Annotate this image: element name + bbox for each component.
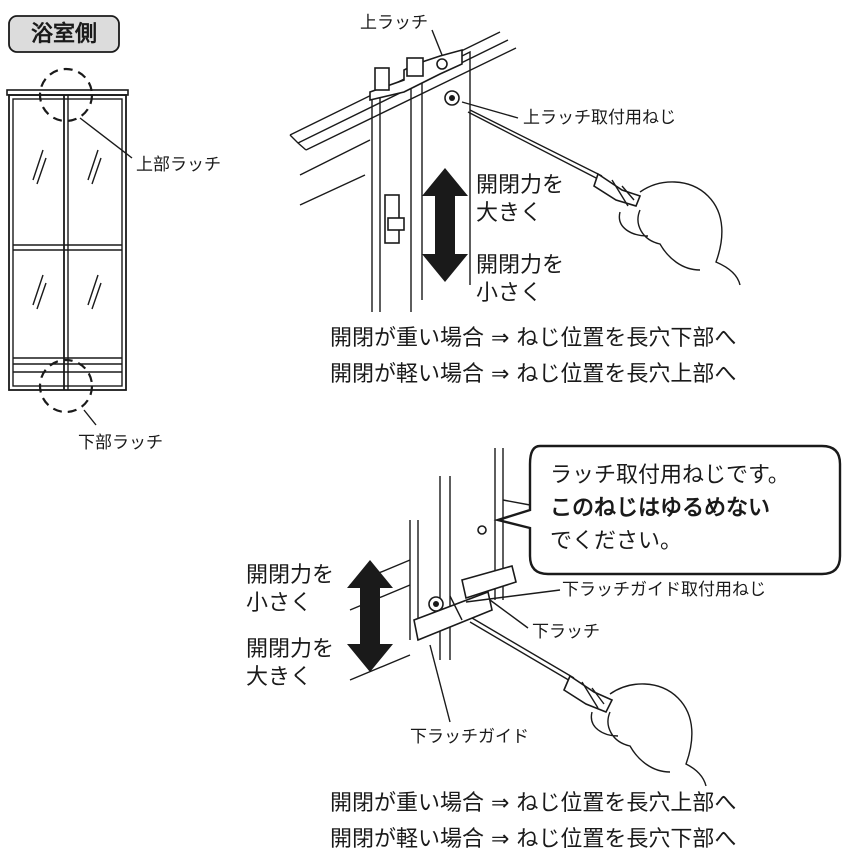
double-arrow-icon [422,168,468,282]
upper-screw-label: 上ラッチ取付用ねじ [523,108,676,128]
guide-label: 下ラッチガイド [410,727,529,747]
lower-hand-icon [590,683,707,787]
top-latch-label: 上部ラッチ [136,155,221,175]
upper-note-light: 開閉が軽い場合 ⇒ ねじ位置を長穴上部へ [330,362,736,387]
upper-arrow-down-text-1: 開閉力を [476,253,564,278]
bottom-latch-marker [38,358,94,414]
callout-line-2: このねじはゆるめない [550,496,770,521]
lower-arrow-up-text-1: 開閉力を [246,563,334,588]
lower-latch-label: 下ラッチ [532,622,600,642]
door-overview: 上部ラッチ 下部ラッチ [6,67,221,453]
upper-latch-label: 上ラッチ [360,13,428,33]
hand-icon [618,181,741,286]
lower-latch-detail: ラッチ取付用ねじです。 このねじはゆるめない でください。 下ラッチガイド取付用… [246,444,842,852]
lower-screwdriver-icon [469,617,614,714]
bathroom-side-label: 浴室側 [31,21,97,47]
lower-arrow-down-text-1: 開閉力を [246,637,334,662]
lower-note-light: 開閉が軽い場合 ⇒ ねじ位置を長穴下部へ [330,827,736,852]
guide-screw-label: 下ラッチガイド取付用ねじ [562,580,766,600]
bottom-latch-label: 下部ラッチ [78,433,163,453]
top-latch-marker [38,67,94,123]
bathroom-side-badge: 浴室側 [8,15,120,53]
callout-bubble [493,444,842,576]
upper-note-heavy: 開閉が重い場合 ⇒ ねじ位置を長穴下部へ [330,326,736,351]
lower-note-heavy: 開閉が重い場合 ⇒ ねじ位置を長穴上部へ [330,791,736,816]
upper-latch-detail: 上ラッチ 上ラッチ取付用ねじ 開閉力を 大きく 開閉力を 小さく 開閉が重い場合… [289,13,741,387]
upper-arrow-down-text-2: 小さく [476,281,542,306]
upper-arrow-up-text-2: 大きく [476,201,542,226]
lower-arrow-down-text-2: 大きく [246,665,312,690]
callout-line-3: でください。 [550,529,682,554]
lower-double-arrow-icon [347,560,393,672]
callout-line-1: ラッチ取付用ねじです。 [550,463,790,488]
screwdriver-icon [467,109,642,207]
lower-arrow-up-text-2: 小さく [246,591,312,616]
upper-arrow-up-text-1: 開閉力を [476,173,564,198]
